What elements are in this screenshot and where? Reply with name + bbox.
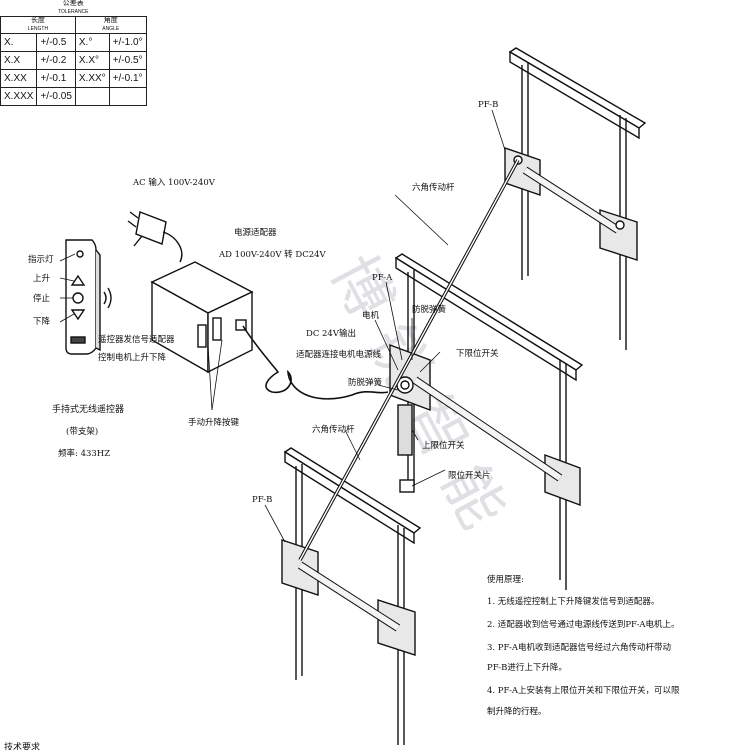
up-button bbox=[70, 274, 86, 286]
label-dc24-2: 适配器连接电机电源线 bbox=[296, 349, 382, 360]
frame-top-right bbox=[504, 47, 647, 350]
limit-plate bbox=[399, 479, 415, 493]
label-adapter-title: 电源适配器 bbox=[234, 227, 277, 238]
tolerance-title: 公差表 TOLERANCE bbox=[1, 0, 147, 17]
principle-item-4b: 制升降的行程。 bbox=[487, 706, 547, 717]
ang-tol-cell bbox=[108, 87, 147, 106]
len-tol-cell: +/-0.05 bbox=[36, 87, 76, 106]
ang-tol-cell: +/-0.1° bbox=[108, 69, 147, 88]
adapter-side bbox=[207, 290, 253, 374]
top-bar bbox=[508, 47, 647, 129]
down-button bbox=[70, 309, 86, 321]
label-manual-key: 手动升降按键 bbox=[188, 417, 240, 428]
label-remote-desc-1: 遥控器发信号适配器 bbox=[98, 334, 175, 345]
power-cable bbox=[242, 325, 389, 400]
len-cell: X.XXX bbox=[0, 87, 38, 106]
label-remote-name: 手持式无线遥控器 bbox=[52, 403, 124, 415]
label-remote-desc-2: 控制电机上升下降 bbox=[98, 352, 167, 363]
principle-item-4a: 4. PF-A上安装有上限位开关和下限位开关，可以限 bbox=[487, 685, 680, 696]
frame-bottom-left bbox=[281, 447, 422, 745]
label-hex-shaft-top: 六角传动杆 bbox=[412, 182, 455, 193]
label-remote-bracket: (带支架) bbox=[66, 426, 98, 437]
pf-a-motor-mount bbox=[389, 343, 431, 412]
label-adapter-spec: AD 100V-240V 转 DC24V bbox=[218, 249, 327, 260]
principle-item-3a: 3. PF-A电机收到适配器信号经过六角传动杆带动 bbox=[487, 642, 672, 653]
footer-text: 技术要求 bbox=[4, 741, 40, 750]
principle-item-1: 1. 无线遥控控制上下升降键发信号到适配器。 bbox=[487, 596, 659, 607]
label-anti-loose-1: 防脱弹簧 bbox=[412, 304, 447, 315]
tolerance-subtitle: TOLERANCE bbox=[58, 9, 89, 15]
principle-item-2: 2. 适配器收到信号通过电源线传送到PF-A电机上。 bbox=[487, 619, 680, 630]
motor-body bbox=[397, 404, 413, 456]
power-adapter bbox=[150, 261, 254, 374]
dc-output-port bbox=[235, 319, 247, 331]
label-lower-limit: 下限位开关 bbox=[456, 348, 499, 359]
label-dc24-1: DC 24V输出 bbox=[306, 328, 356, 339]
label-remote-stop: 停止 bbox=[33, 293, 51, 304]
stop-button bbox=[72, 292, 84, 304]
table-row: X. +/-0.5 X.° +/-1.0° bbox=[0, 33, 147, 52]
frame-middle bbox=[389, 253, 584, 590]
manual-button-up bbox=[197, 324, 207, 348]
plug-body bbox=[135, 211, 167, 245]
ac-plug bbox=[127, 211, 183, 263]
label-remote-down: 下降 bbox=[33, 316, 51, 327]
label-remote-freq: 频率: 433HZ bbox=[58, 448, 110, 459]
label-limit-plate: 限位开关片 bbox=[448, 470, 491, 481]
label-anti-loose-2: 防脱弹簧 bbox=[348, 377, 383, 388]
label-upper-limit: 上限位开关 bbox=[422, 440, 465, 451]
label-ac-input: AC 输入 100V-240V bbox=[132, 177, 216, 188]
angle-header-zh: 角度 bbox=[103, 17, 118, 24]
tolerance-title-text: 公差表 bbox=[62, 0, 84, 7]
label-pf-b-bottom: PF-B bbox=[252, 495, 272, 505]
label-remote-up: 上升 bbox=[33, 273, 51, 284]
leader-lines bbox=[59, 109, 506, 543]
label-hex-shaft-bottom: 六角传动杆 bbox=[312, 424, 355, 435]
manual-button-down bbox=[212, 317, 222, 341]
length-header: 长度 LENGTH bbox=[0, 16, 76, 34]
remote-logo bbox=[70, 336, 86, 344]
principle-item-3b: PF-B进行上下升降。 bbox=[487, 662, 567, 673]
tolerance-table: 公差表 TOLERANCE 长度 LENGTH 角度 ANGLE X. +/-0… bbox=[0, 0, 147, 106]
length-header-zh: 长度 bbox=[30, 17, 45, 24]
length-header-en: LENGTH bbox=[27, 26, 49, 32]
table-row: X.XXX +/-0.05 bbox=[0, 87, 147, 106]
principle-title: 使用原理: bbox=[487, 574, 524, 585]
angle-header-en: ANGLE bbox=[102, 26, 120, 32]
indicator-light bbox=[76, 250, 84, 258]
label-motor: 电机 bbox=[362, 310, 380, 321]
pf-a-right-mount bbox=[544, 453, 581, 507]
top-bar-front bbox=[509, 50, 640, 140]
label-pf-b-top: PF-B bbox=[478, 100, 498, 110]
remote-control bbox=[65, 239, 112, 355]
label-remote-indicator: 指示灯 bbox=[28, 254, 54, 265]
label-pf-a: PF-A bbox=[372, 273, 393, 283]
